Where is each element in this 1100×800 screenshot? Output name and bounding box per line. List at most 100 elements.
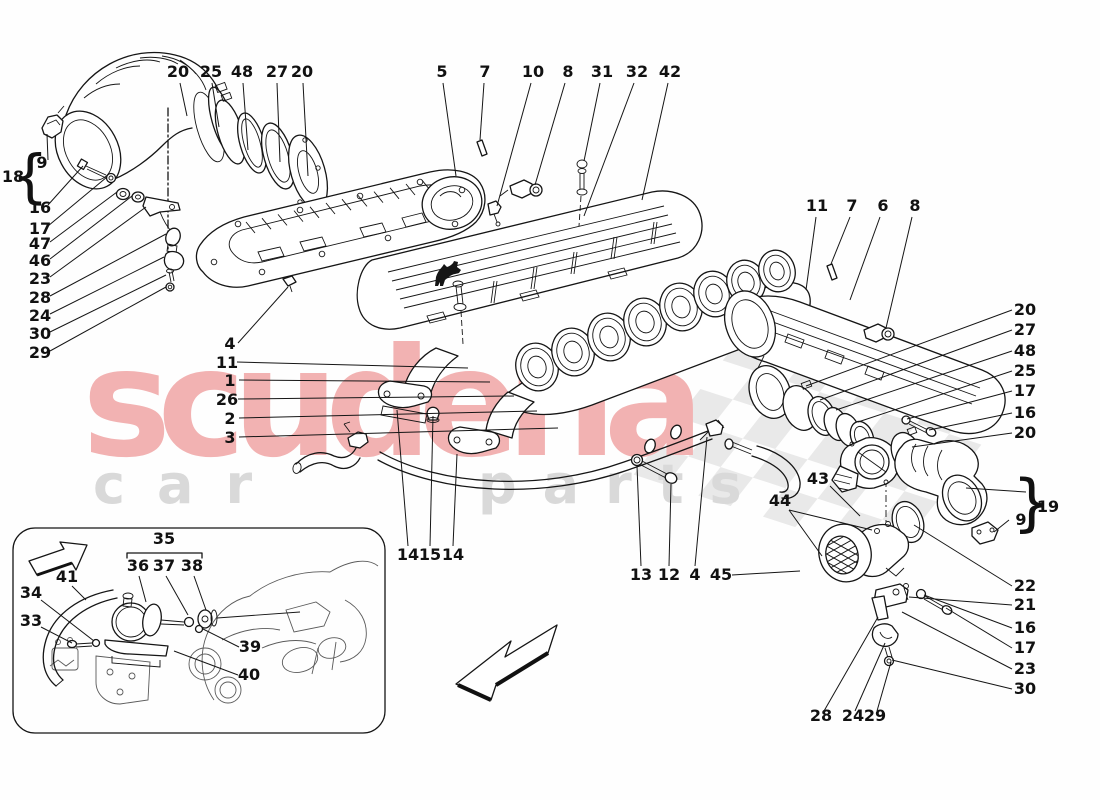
part-label-46: 46	[29, 251, 51, 270]
part-label-10: 10	[522, 62, 544, 81]
leader-line-37	[165, 575, 189, 616]
manifold-foot-bracket	[447, 426, 501, 455]
inset-engine-sketch	[49, 560, 379, 705]
part-label-9: 9	[36, 153, 47, 172]
leader-line-20	[302, 82, 309, 177]
leader-line-16	[928, 412, 1013, 431]
part-label-44: 44	[769, 491, 791, 510]
throttle-body	[831, 436, 900, 493]
part-label-25: 25	[200, 62, 222, 81]
sensor-plug	[487, 200, 502, 216]
part-label-13: 13	[630, 565, 652, 584]
leader-line-36	[138, 575, 147, 603]
flag-cell	[688, 428, 743, 468]
inset-arrow-icon	[28, 541, 88, 577]
maf-sensor	[818, 521, 910, 583]
part-label-11: 11	[806, 196, 828, 215]
part-label-17: 17	[1014, 381, 1036, 400]
leader-line-20	[805, 309, 1013, 387]
leader-line-48	[835, 350, 1013, 411]
part-label-25: 25	[1014, 361, 1036, 380]
part-label-16: 16	[1014, 403, 1036, 422]
banjo-fitting	[705, 419, 724, 437]
part-label-5: 5	[436, 62, 447, 81]
part-label-21: 21	[1014, 595, 1036, 614]
part-label-27: 27	[1014, 320, 1036, 339]
part-label-35: 35	[153, 529, 175, 548]
leader-line-45	[731, 570, 801, 576]
part-label-23: 23	[29, 269, 51, 288]
leader-line-21	[908, 596, 1013, 606]
leader-line-1	[238, 379, 491, 383]
leader-line-28	[823, 616, 879, 712]
group-brace: {	[12, 142, 49, 210]
part-label-39: 39	[239, 637, 261, 656]
leader-line-10	[496, 82, 532, 207]
part-label-26: 26	[216, 390, 238, 409]
leader-line-41	[71, 585, 87, 601]
leader-line-42	[641, 82, 669, 201]
leader-line-15	[429, 415, 434, 547]
part-label-45: 45	[710, 565, 732, 584]
part-label-29: 29	[864, 706, 886, 725]
intake-trumpets	[515, 249, 796, 392]
leader-line-39	[202, 628, 240, 648]
ferrari-horse-logo	[435, 261, 461, 286]
part-label-6: 6	[877, 196, 888, 215]
part-label-36: 36	[127, 556, 149, 575]
leader-line-25	[857, 370, 1013, 423]
flag-cell	[698, 467, 753, 507]
leader-line-40	[173, 650, 239, 676]
part-label-4: 4	[689, 565, 700, 584]
leader-line-9	[993, 519, 1010, 533]
part-label-32: 32	[626, 62, 648, 81]
part-label-24: 24	[29, 306, 51, 325]
part-label-11: 11	[216, 353, 238, 372]
part-label-33: 33	[20, 611, 42, 630]
leader-line-26	[237, 395, 515, 400]
leader-line-30	[891, 659, 1013, 690]
leader-line-8	[885, 216, 913, 329]
air-pump-assembly	[42, 589, 301, 687]
leader-line-22	[913, 524, 1013, 587]
leader-line-38	[193, 575, 207, 611]
part-label-37: 37	[153, 556, 175, 575]
part-label-30: 30	[1014, 679, 1036, 698]
leader-line-2	[238, 410, 538, 419]
part-label-14: 14	[397, 545, 419, 564]
part-label-8: 8	[909, 196, 920, 215]
throttle-body-chain	[782, 379, 999, 667]
leader-line-9	[46, 133, 49, 161]
part-label-20: 20	[291, 62, 313, 81]
leader-line-29	[49, 286, 167, 352]
right-intake-manifold	[723, 290, 1006, 435]
leader-line-11	[805, 216, 817, 291]
t-fitting	[347, 431, 369, 449]
part-label-16: 16	[1014, 618, 1036, 637]
part-label-24: 24	[842, 706, 864, 725]
clamp-ring-stack	[214, 91, 329, 210]
part-label-38: 38	[181, 556, 203, 575]
part-label-22: 22	[1014, 576, 1036, 595]
part-label-20: 20	[1014, 300, 1036, 319]
sensor-flange	[971, 521, 999, 545]
part-label-17: 17	[29, 219, 51, 238]
leader-line-46	[49, 195, 133, 260]
leader-line-48	[242, 82, 249, 151]
part-label-18: 18	[2, 167, 24, 186]
dowel-pin	[826, 263, 838, 281]
leader-line-32	[583, 82, 635, 217]
flag-cell	[633, 446, 689, 486]
part-label-7: 7	[479, 62, 490, 81]
bolt-head	[664, 472, 678, 484]
part-label-16: 16	[29, 198, 51, 217]
part-label-9: 9	[1015, 510, 1026, 529]
part-label-12: 12	[658, 565, 680, 584]
part-label-23: 23	[1014, 659, 1036, 678]
leader-line-24	[854, 642, 886, 712]
leader-line-11	[236, 361, 469, 369]
leader-line-27	[276, 82, 281, 163]
leader-line-5	[442, 82, 457, 177]
leader-line-44	[788, 509, 873, 531]
